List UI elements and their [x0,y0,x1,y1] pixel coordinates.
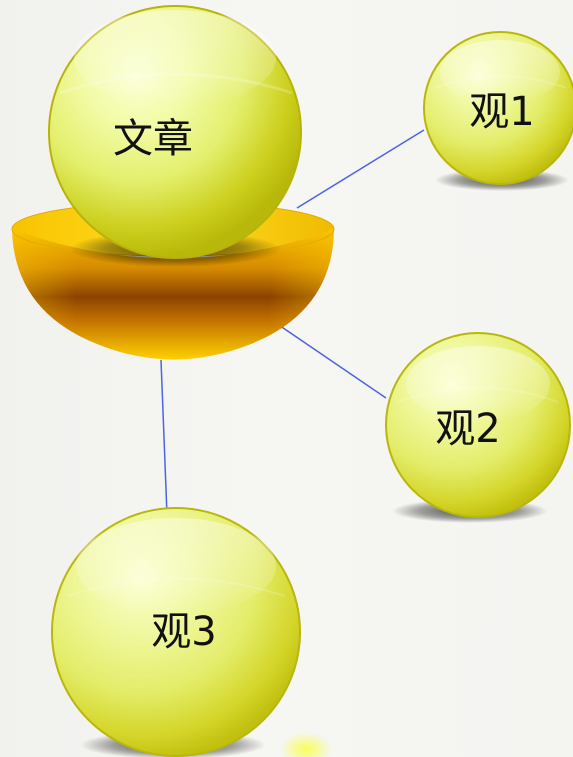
node-sphere-3 [51,507,301,757]
connector-line-1 [296,129,425,209]
main-sphere [48,5,302,259]
node-1-label: 观1 [469,89,535,135]
node-3-label: 观3 [151,609,217,655]
node-3-glow [280,732,332,757]
connector-line-2 [269,318,387,399]
main-node-label: 文章 [113,116,193,162]
node-2-label: 观2 [435,406,501,452]
node-sphere-2 [385,332,571,518]
connector-line-3 [160,359,168,516]
node-sphere-1 [423,31,573,185]
